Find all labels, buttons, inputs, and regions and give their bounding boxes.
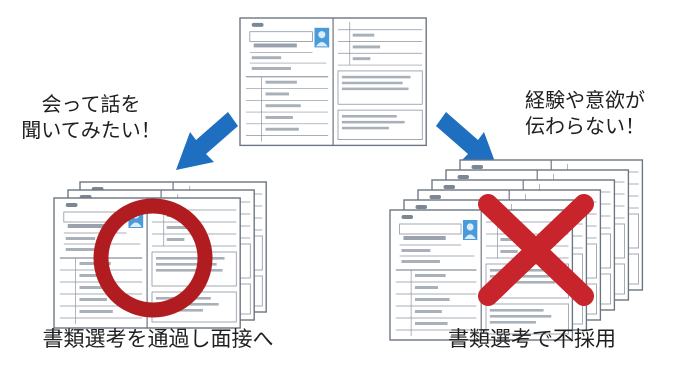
note-interview-wanted: 会って話を 聞いてみたい！ bbox=[21, 92, 161, 142]
resume-stack-reject bbox=[389, 159, 644, 341]
note-not-conveyed: 経験や意欲が 伝わらない！ bbox=[525, 88, 645, 138]
pass-circle-mark bbox=[93, 198, 213, 318]
reject-cross-mark bbox=[478, 194, 594, 306]
arrow-down-right-icon bbox=[436, 112, 498, 170]
caption-reject: 書類選考で不採用 bbox=[448, 327, 616, 351]
caption-pass: 書類選考を通過し面接へ bbox=[42, 327, 274, 351]
arrow-down-left-icon bbox=[176, 112, 238, 170]
resume-top bbox=[239, 17, 427, 147]
